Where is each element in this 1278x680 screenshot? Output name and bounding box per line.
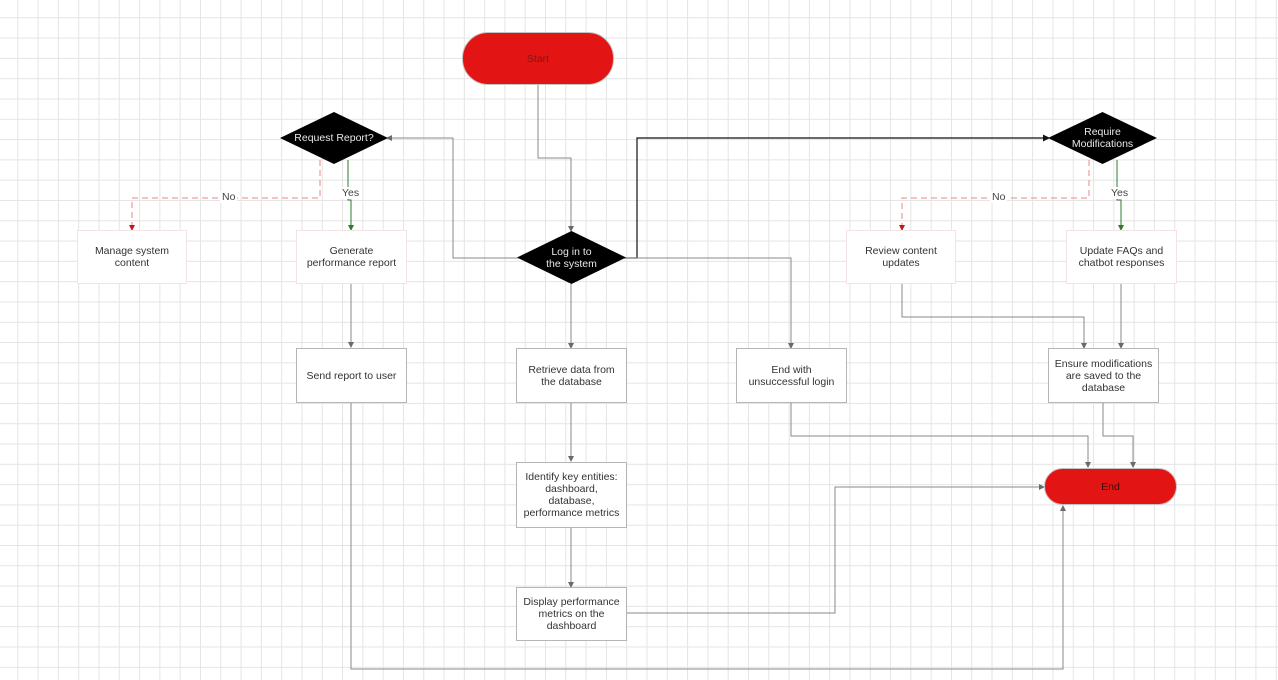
ensure-saved-box[interactable]: Ensure modifications are saved to the da… xyxy=(1048,348,1159,403)
edge-ensure-to-end xyxy=(1102,403,1136,468)
require-modifications-diamond-shape xyxy=(1048,112,1157,164)
request-report-diamond-shape xyxy=(280,112,388,164)
request-report-decision[interactable]: Request Report? xyxy=(280,112,388,164)
left-no-label: No xyxy=(220,191,238,203)
retrieve-data-box[interactable]: Retrieve data from the database xyxy=(516,348,627,403)
manage-content-box[interactable]: Manage system content xyxy=(77,230,187,284)
display-metrics-box[interactable]: Display performance metrics on the dashb… xyxy=(516,587,627,641)
login-decision[interactable]: Log in to the system xyxy=(517,231,626,284)
edge-modifications-yes xyxy=(1116,160,1124,231)
edge-send-to-end xyxy=(350,403,1066,670)
request-report-label: Request Report? xyxy=(294,132,374,144)
start-terminal[interactable]: Start xyxy=(462,32,614,85)
edge-login-to-unsuccessful xyxy=(624,257,794,349)
edge-start-to-login xyxy=(537,85,574,232)
left-yes-label: Yes xyxy=(340,187,362,199)
right-no-label: No xyxy=(990,191,1008,203)
edge-login-to-request-report xyxy=(386,135,520,259)
generate-report-box[interactable]: Generate performance report xyxy=(296,230,407,284)
login-diamond-shape xyxy=(517,231,626,284)
identify-entities-box[interactable]: Identify key entities: dashboard, databa… xyxy=(516,462,627,528)
require-modifications-decision[interactable]: Require Modifications xyxy=(1048,112,1157,164)
login-label: Log in to the system xyxy=(546,245,597,270)
require-modifications-label: Require Modifications xyxy=(1071,126,1134,150)
update-faqs-box[interactable]: Update FAQs and chatbot responses xyxy=(1066,230,1177,284)
end-terminal[interactable]: End xyxy=(1044,468,1177,505)
unsuccessful-login-box[interactable]: End with unsuccessful login xyxy=(736,348,847,403)
edge-display-to-end xyxy=(626,484,1045,614)
edge-review-to-ensure xyxy=(901,284,1087,349)
right-yes-label: Yes xyxy=(1109,187,1131,199)
send-report-box[interactable]: Send report to user xyxy=(296,348,407,403)
edge-unsuccessful-to-end xyxy=(790,403,1091,468)
edge-request-yes xyxy=(347,160,354,231)
review-updates-box[interactable]: Review content updates xyxy=(846,230,956,284)
